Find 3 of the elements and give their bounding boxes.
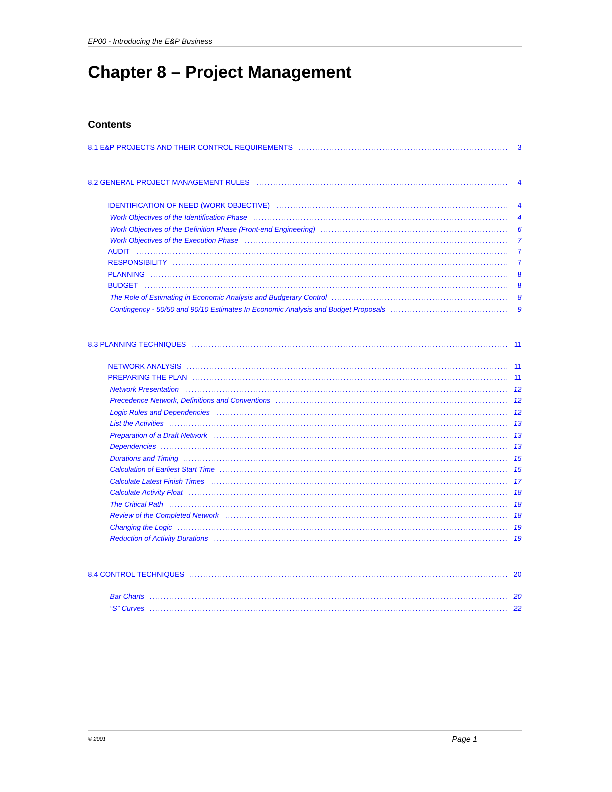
chapter-title: Chapter 8 – Project Management [88,66,352,82]
contents-heading: Contents [88,121,132,128]
page-label: Page 1 [452,736,477,744]
